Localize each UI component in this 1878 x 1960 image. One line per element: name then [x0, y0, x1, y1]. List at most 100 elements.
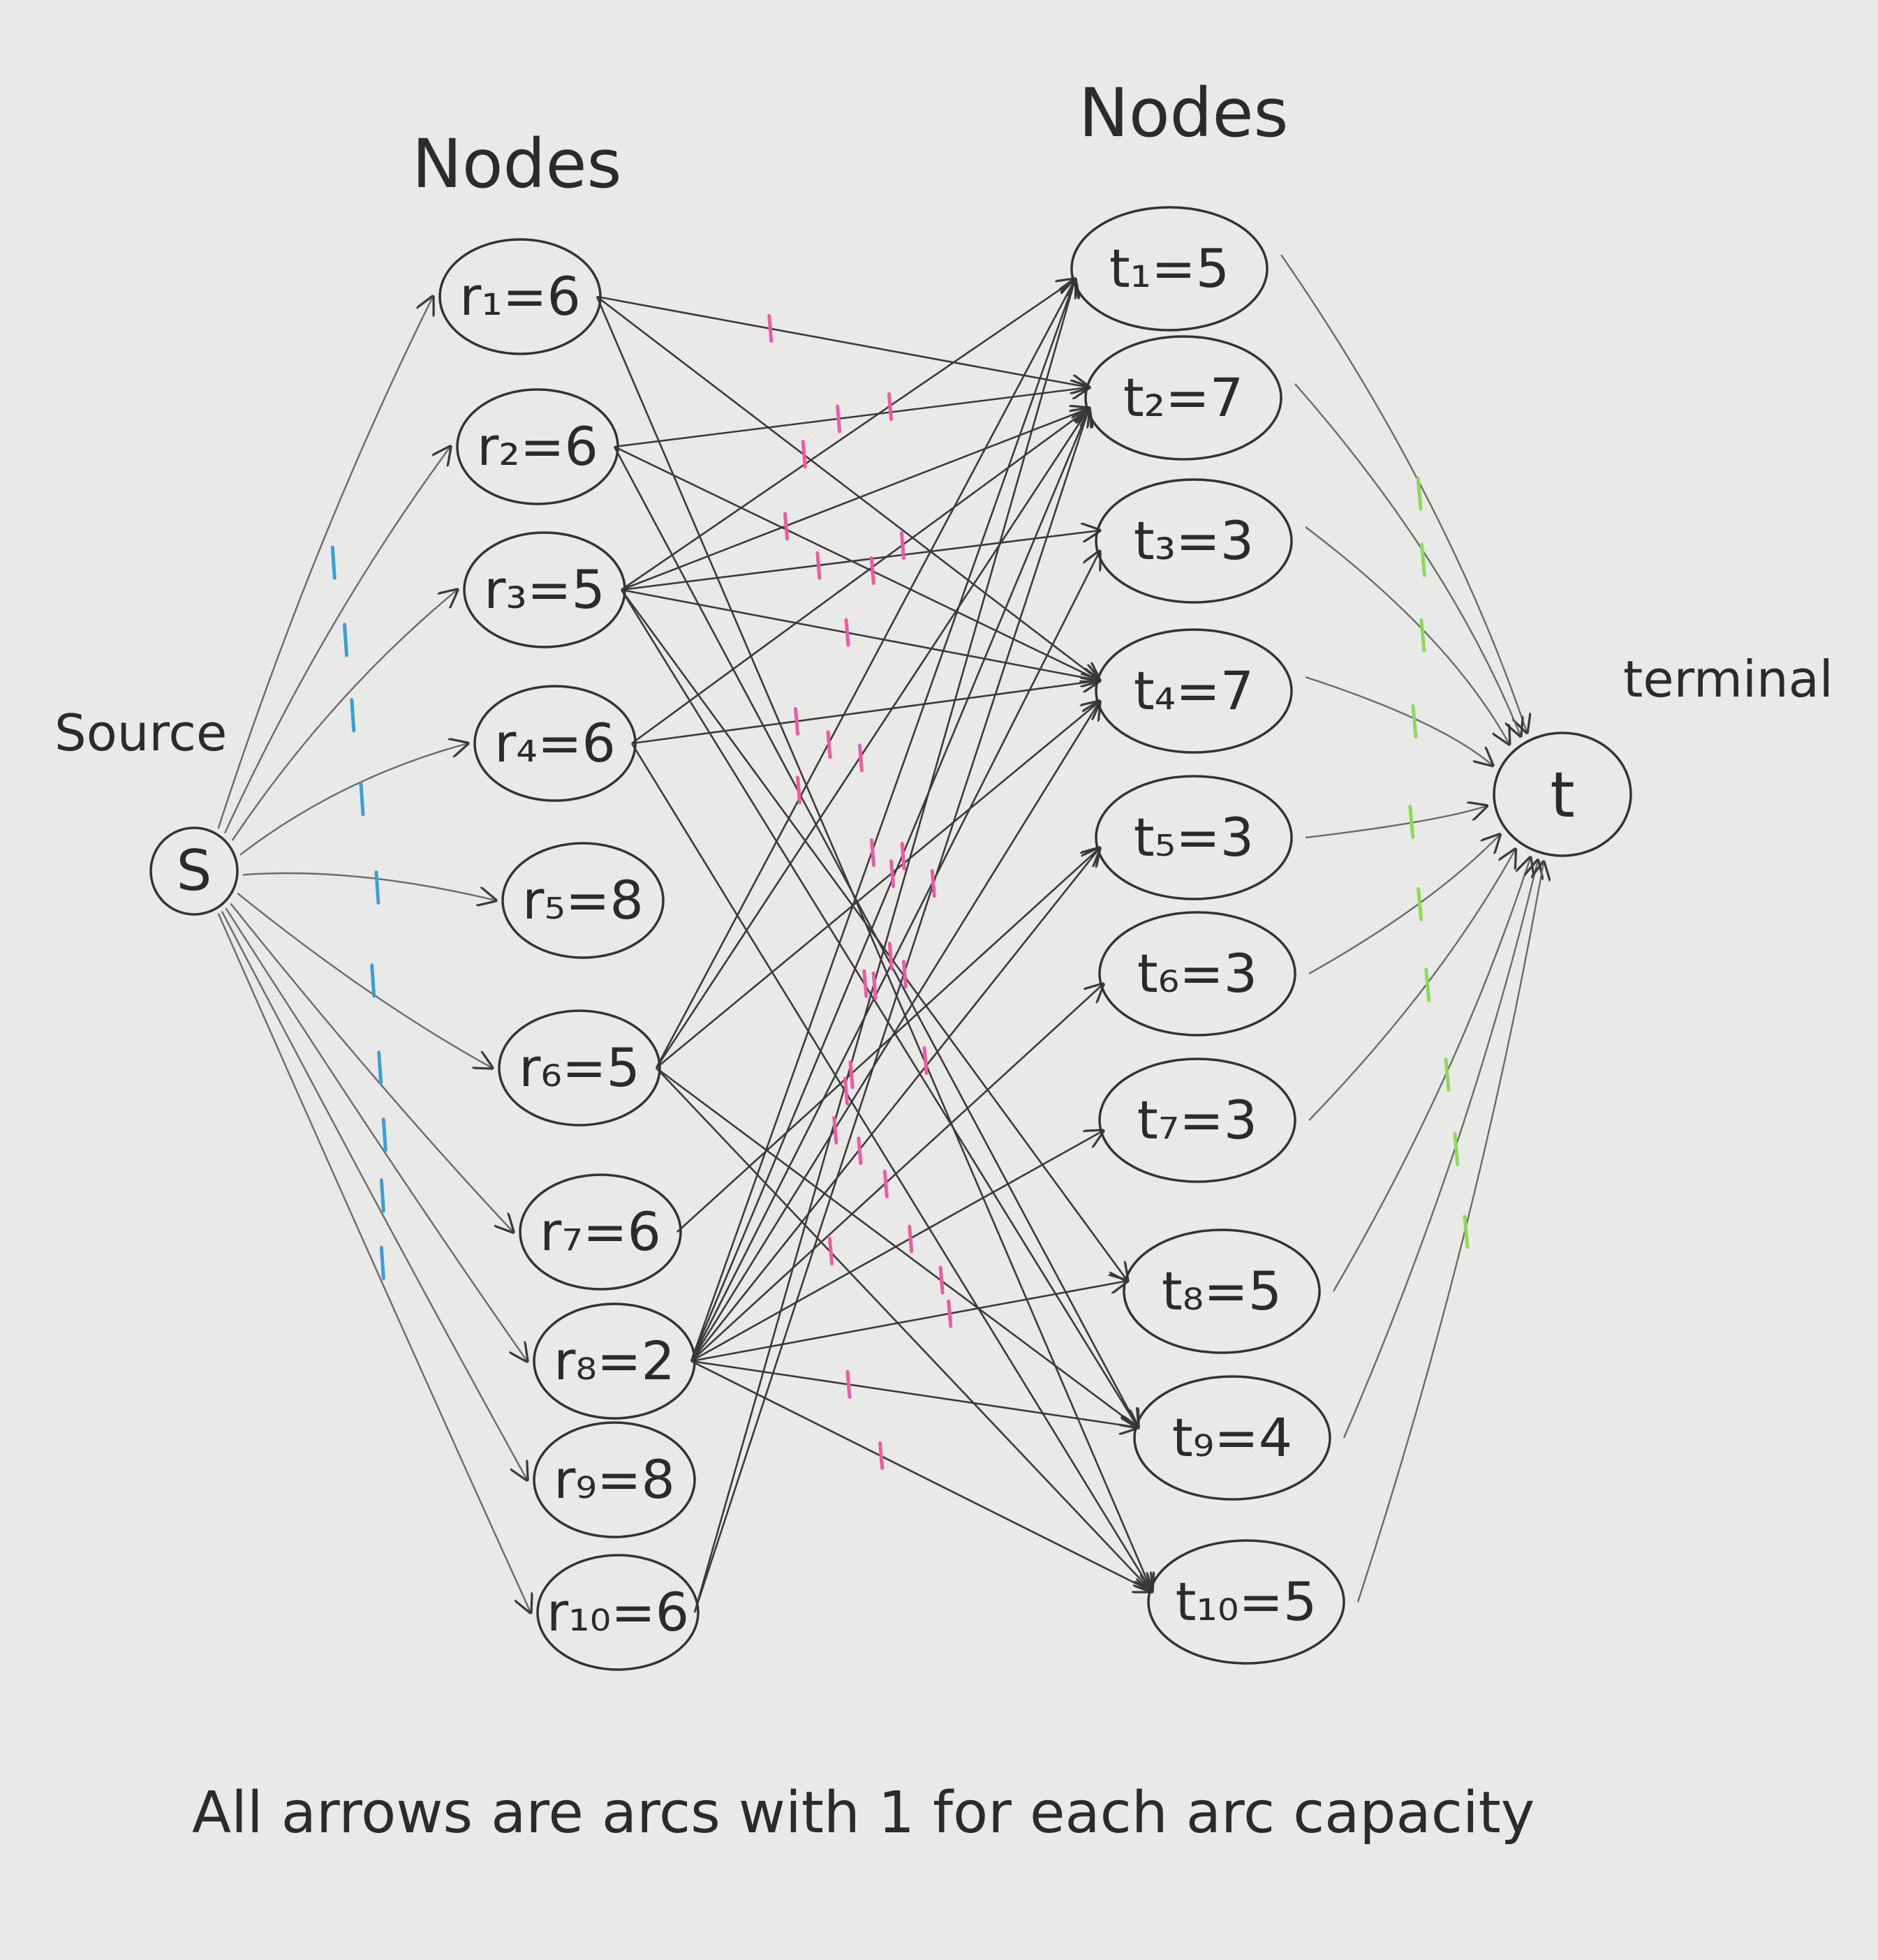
- terminal-node-label: t: [1550, 759, 1574, 832]
- source-arc-r1: [217, 297, 433, 829]
- middle-arc-r6-t9: [656, 1067, 1138, 1427]
- middle-arc-r3-t4: [621, 588, 1100, 681]
- middle-capacity-tick: [908, 1224, 914, 1254]
- terminal-capacity-tick: [1411, 704, 1418, 738]
- terminal-capacity-tick: [1444, 1057, 1451, 1092]
- terminal-capacity-tick: [1463, 1215, 1470, 1249]
- r-node-label: r₈=2: [554, 1330, 675, 1392]
- source-capacity-tick: [379, 1245, 385, 1280]
- t-node-label: t₁=5: [1109, 237, 1229, 299]
- middle-arc-r3-t9: [620, 589, 1138, 1427]
- t-node-t1: t₁=5: [1070, 206, 1269, 332]
- middle-arc-r6-t10: [656, 1067, 1152, 1591]
- terminal-arc-t9: [1343, 861, 1538, 1439]
- t-node-label: t₄=7: [1134, 660, 1254, 722]
- r-node-label: r₃=5: [484, 558, 605, 621]
- r-node-r1: r₁=6: [438, 238, 602, 355]
- middle-capacity-tick: [783, 512, 789, 541]
- middle-capacity-tick: [794, 707, 799, 736]
- middle-capacity-tick: [815, 551, 822, 580]
- terminal-heading: terminal: [1623, 650, 1833, 708]
- r-node-r8: r₈=2: [533, 1302, 696, 1420]
- middle-arc-r6-t4: [656, 701, 1100, 1069]
- source-node: S: [149, 826, 239, 916]
- middle-capacity-tick: [843, 1076, 849, 1106]
- middle-arc-r8-t3: [690, 551, 1100, 1362]
- middle-arc-r2-t4: [614, 445, 1100, 681]
- r-node-label: r₂=6: [477, 415, 598, 477]
- middle-capacity-tick: [796, 775, 801, 805]
- middle-capacity-tick: [845, 1369, 852, 1399]
- middle-arc-r2-t2: [614, 387, 1089, 448]
- terminal-arcs: [1280, 254, 1544, 1603]
- middle-capacity-tick: [887, 392, 893, 421]
- middle-arc-r3-t3: [621, 530, 1100, 591]
- terminal-capacity-tick: [1408, 804, 1415, 839]
- r-node-column: r₁=6r₂=6r₃=5r₄=6r₅=8r₆=5r₇=6r₈=2r₉=8r₁₀=…: [438, 238, 700, 1671]
- terminal-node: t: [1493, 732, 1632, 857]
- middle-capacity-tick: [899, 531, 905, 560]
- source-arc-r4: [239, 743, 468, 856]
- middle-arc-r8-t1: [690, 279, 1075, 1362]
- source-capacity-tick: [370, 963, 376, 998]
- source-capacity-tick: [377, 1050, 383, 1085]
- r-node-r2: r₂=6: [456, 388, 619, 505]
- t-node-t10: t₁₀=5: [1147, 1539, 1345, 1665]
- source-capacity-tick: [379, 1178, 385, 1213]
- r-node-label: r₇=6: [540, 1201, 661, 1263]
- middle-capacity-tick: [870, 838, 875, 867]
- source-capacity-tick: [359, 782, 365, 817]
- capacity-ticks: [330, 314, 1470, 1470]
- t-node-column: t₁=5t₂=7t₃=3t₄=7t₅=3t₆=3t₇=3t₈=5t₉=4t₁₀=…: [1070, 206, 1345, 1665]
- middle-capacity-tick: [801, 440, 807, 468]
- middle-arc-r8-t2: [690, 408, 1089, 1362]
- middle-arc-r1-t2: [596, 295, 1089, 387]
- source-arc-r8: [225, 907, 527, 1361]
- terminal-arc-t1: [1280, 254, 1527, 732]
- middle-arc-r8-t8: [690, 1281, 1127, 1363]
- middle-arc-r1-t4: [596, 295, 1100, 681]
- source-arc-r10: [217, 913, 531, 1612]
- terminal-arc-t10: [1356, 862, 1544, 1603]
- source-capacity-tick: [374, 870, 380, 905]
- middle-capacity-tick: [871, 971, 878, 1000]
- middle-capacity-tick: [826, 730, 832, 759]
- terminal-arc-t6: [1308, 835, 1500, 975]
- source-capacity-tick: [330, 545, 337, 580]
- middle-capacity-tick: [857, 743, 864, 773]
- t-node-t2: t₂=7: [1084, 335, 1282, 461]
- t-node-t6: t₆=3: [1098, 911, 1296, 1037]
- source-capacity-tick: [350, 698, 356, 733]
- r-node-r9: r₉=8: [533, 1421, 696, 1538]
- r-node-label: r₄=6: [494, 712, 616, 774]
- terminal-arc-t5: [1305, 806, 1487, 839]
- t-node-label: t₈=5: [1162, 1260, 1282, 1322]
- middle-arc-r8-t9: [690, 1360, 1138, 1427]
- middle-capacity-tick: [900, 842, 906, 871]
- middle-arc-r10-t1: [693, 279, 1075, 1613]
- middle-arc-r2-t9: [613, 446, 1138, 1427]
- t-node-label: t₃=3: [1134, 510, 1254, 572]
- middle-capacity-tick: [844, 618, 850, 647]
- t-node-t3: t₃=3: [1095, 478, 1293, 604]
- source-arc-r5: [242, 872, 496, 900]
- source-arc-r9: [221, 911, 527, 1480]
- middle-arc-r3-t2: [621, 408, 1089, 591]
- middle-arc-r8-t5: [690, 848, 1100, 1362]
- middle-capacity-tick: [836, 404, 842, 433]
- r-node-r4: r₄=6: [473, 685, 637, 802]
- terminal-arc-t3: [1305, 526, 1509, 744]
- middle-capacity-tick: [828, 1237, 834, 1265]
- middle-capacity-tick: [901, 960, 908, 989]
- middle-arcs: [596, 279, 1152, 1613]
- t-node-t7: t₇=3: [1098, 1057, 1296, 1183]
- middle-capacity-tick: [887, 942, 894, 971]
- middle-arc-r4-t10: [630, 743, 1152, 1591]
- left-nodes-heading: Nodes: [412, 125, 622, 203]
- terminal-arc-t2: [1294, 383, 1521, 736]
- middle-arc-r3-t1: [621, 279, 1075, 591]
- source-arcs: [217, 297, 531, 1612]
- caption: All arrows are arcs with 1 for each arc …: [192, 1780, 1535, 1846]
- r-node-r3: r₃=5: [463, 531, 626, 648]
